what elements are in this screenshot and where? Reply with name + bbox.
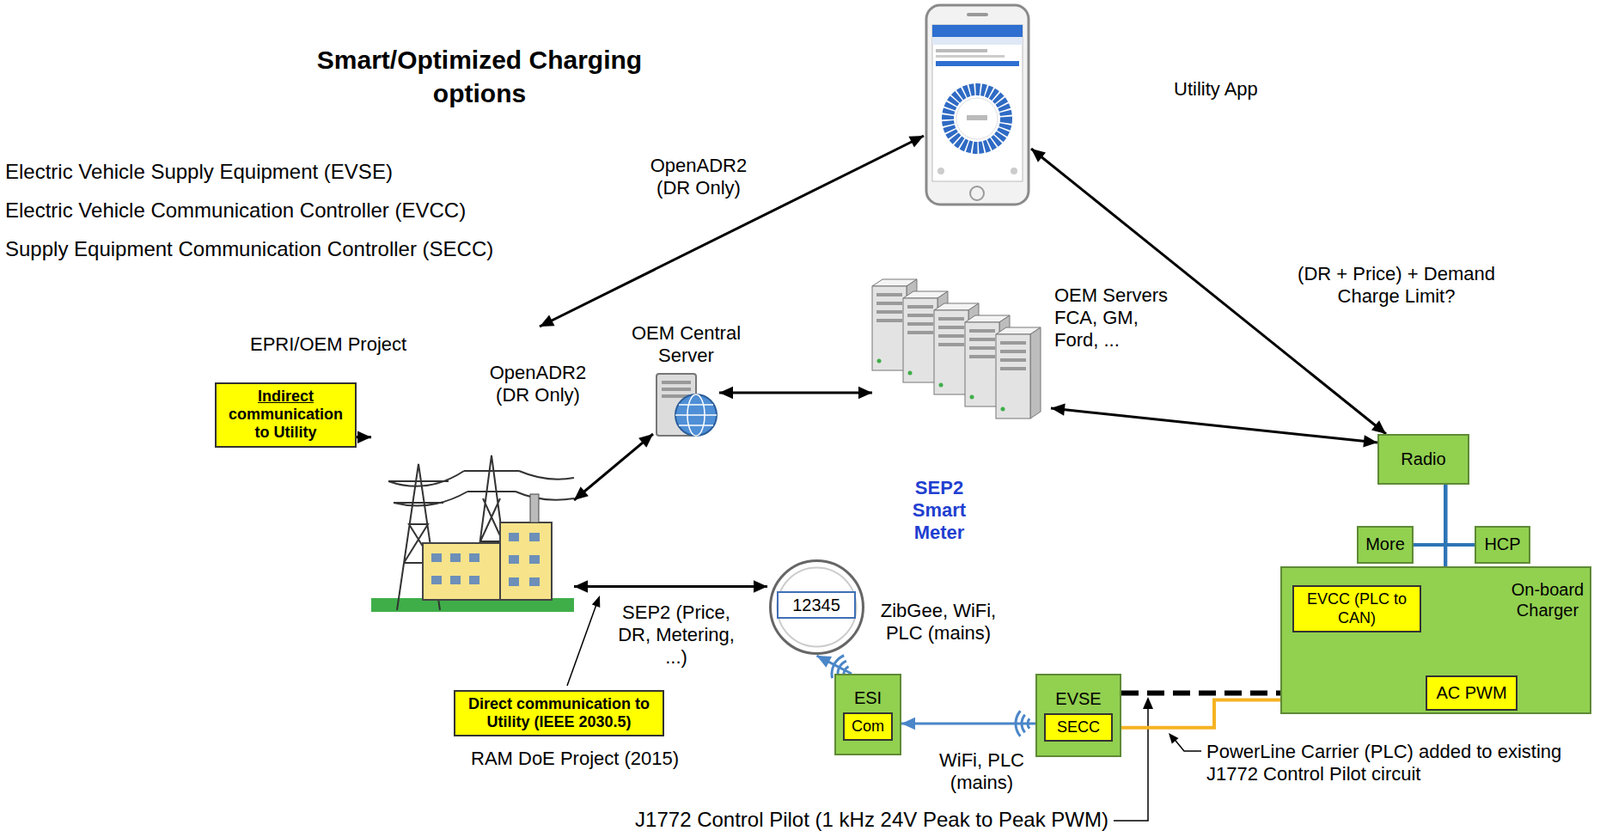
- diagram-title: Smart/Optimized Charging options: [307, 42, 652, 110]
- esi-box: ESI Com: [834, 673, 902, 756]
- node-text: OEM Central Server: [613, 322, 760, 367]
- node-text: HCP: [1483, 534, 1521, 556]
- arrowhead: [753, 580, 768, 593]
- node-text: EVCC (PLC to CAN): [1300, 590, 1413, 627]
- node-text: 12345: [777, 592, 855, 618]
- node-text: AC PWM: [1435, 683, 1507, 704]
- arrowhead: [858, 386, 873, 399]
- wireless-wave: [1015, 710, 1020, 737]
- arrowhead: [638, 433, 654, 448]
- connector: [901, 710, 1036, 737]
- arrowhead: [357, 431, 372, 444]
- node-text: Indirect communication to Utility: [223, 387, 349, 443]
- radio-box: Radio: [1377, 433, 1470, 485]
- connector: [1050, 403, 1378, 448]
- callout-box: Direct communication to Utility (IEEE 20…: [453, 690, 665, 737]
- note-label: PowerLine Carrier (PLC) added to existin…: [1206, 740, 1594, 786]
- node-text: ESI: [854, 688, 882, 709]
- connector: [574, 580, 768, 593]
- phone-app: Utility App: [923, 2, 1032, 208]
- node-text: Radio: [1400, 449, 1446, 471]
- evcc-box: EVCC (PLC to CAN): [1292, 585, 1422, 633]
- leader-arrowhead: [592, 595, 600, 608]
- connector: [1445, 484, 1475, 545]
- connector-label: OpenADR2 (DR Only): [642, 154, 755, 200]
- node-text: More: [1365, 534, 1405, 556]
- stack-illustration: [872, 270, 1051, 424]
- node-text: Com: [851, 717, 885, 736]
- arrowhead: [817, 655, 833, 668]
- connector-line: [539, 135, 924, 327]
- hcp-box: HCP: [1474, 525, 1531, 564]
- connector: [719, 386, 873, 399]
- arrowhead: [908, 135, 924, 148]
- connector-label: WiFi, PLC (mains): [932, 749, 1032, 794]
- connector: [356, 431, 372, 444]
- node-text: On-board Charger: [1508, 580, 1587, 621]
- connector: [1413, 484, 1446, 545]
- onboard-charger: On-board Charger EVCC (PLC to CAN) AC PWM: [1280, 566, 1592, 715]
- leader-arrowhead: [1142, 696, 1154, 709]
- central-server: OEM Central Server: [653, 372, 720, 440]
- arrowhead: [574, 486, 589, 501]
- connector-line: [1413, 484, 1446, 545]
- connector-line: [1050, 408, 1378, 443]
- connector: [574, 433, 654, 501]
- connector-label: ZibGee, WiFi, PLC (mains): [878, 599, 999, 645]
- arrowhead: [1371, 420, 1387, 434]
- arrowhead: [574, 580, 588, 593]
- node-text: EPRI/OEM Project: [250, 333, 422, 356]
- note-label: Supply Equipment Communication Controlle…: [5, 237, 494, 262]
- direct-leader: [567, 599, 599, 686]
- note-label: Electric Vehicle Supply Equipment (EVSE): [5, 159, 393, 184]
- wireless-wave: [1021, 714, 1026, 733]
- note-label: Electric Vehicle Communication Controlle…: [5, 198, 466, 223]
- node-text: Utility App: [1173, 78, 1295, 101]
- connector-line: [1445, 484, 1475, 545]
- com-box: Com: [842, 712, 893, 741]
- secc-box: SECC: [1044, 713, 1113, 742]
- node-text: EVSE: [1055, 689, 1101, 710]
- node-text: Direct communication to Utility (IEEE 20…: [462, 695, 656, 732]
- server-illustration: [653, 372, 720, 440]
- arrowhead: [719, 386, 733, 399]
- connector-label: (DR + Price) + Demand Charge Limit?: [1288, 262, 1504, 308]
- connector-line: [574, 585, 768, 588]
- arrowhead: [539, 314, 556, 327]
- more-box: More: [1356, 525, 1414, 564]
- evse-box: EVSE SECC: [1035, 673, 1122, 758]
- phone-illustration: [923, 2, 1032, 208]
- connector-line: [574, 433, 654, 501]
- connector-label: OpenADR2 (DR Only): [486, 361, 590, 407]
- connector: [539, 135, 924, 327]
- leader-arrowhead: [1168, 732, 1179, 744]
- node-text: SECC: [1056, 718, 1100, 737]
- ac-pwm-box: AC PWM: [1425, 675, 1518, 711]
- arrowhead: [901, 717, 916, 730]
- arrowhead: [1362, 434, 1378, 447]
- smart-meter: 12345SEP2 Smart Meter: [767, 558, 867, 656]
- arrowhead: [1031, 148, 1046, 163]
- connector-line: [719, 391, 873, 395]
- note-label: RAM DoE Project (2015): [470, 747, 679, 770]
- wireless-wave: [1027, 718, 1030, 729]
- arrowhead: [1050, 403, 1066, 416]
- node-text: SEP2 Smart Meter: [903, 476, 976, 544]
- connector-label: SEP2 (Price, DR, Metering, ...): [611, 601, 741, 669]
- callout-box: Indirect communication to Utility: [214, 382, 357, 448]
- server-stack: OEM Servers FCA, GM, Ford, ...: [872, 270, 1051, 424]
- note-label: J1772 Control Pilot (1 kHz 24V Peak to P…: [635, 807, 1109, 832]
- node-text: OEM Servers FCA, GM, Ford, ...: [1054, 284, 1171, 352]
